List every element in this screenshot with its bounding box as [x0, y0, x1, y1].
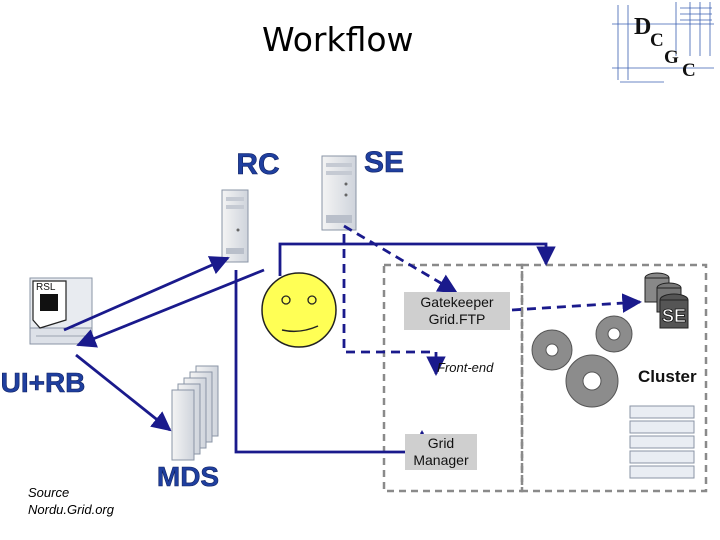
logo-letter-g: G	[664, 47, 679, 68]
grid-manager-line-2: Manager	[413, 452, 469, 468]
logo-letter-c1: C	[650, 30, 664, 51]
mds-title: MDS	[157, 461, 219, 492]
user-smiley-icon	[261, 272, 337, 348]
rsl-document-icon	[32, 280, 67, 329]
logo-letter-d: D	[634, 14, 651, 40]
gatekeeper-line-2: Grid.FTP	[428, 311, 486, 327]
source-line-2: Nordu.Grid.org	[28, 502, 114, 517]
source-line-1: Source	[28, 485, 70, 500]
gatekeeper-box: Gatekeeper Grid.FTP	[404, 292, 510, 330]
dashed-arrows	[342, 224, 642, 376]
gatekeeper-line-1: Gatekeeper	[420, 294, 494, 310]
se-server-icon	[321, 155, 357, 231]
mds-server-stack-icon	[171, 365, 219, 461]
source-credit: Source Nordu.Grid.org	[28, 484, 114, 518]
rsl-label: RSL	[36, 282, 56, 293]
solid-arrows	[63, 242, 556, 454]
rc-title: RC	[236, 148, 279, 181]
se-disk-label: SE	[662, 306, 686, 326]
dcgc-logo	[612, 2, 714, 83]
rc-server-icon	[221, 189, 249, 263]
cluster-gears-icon	[531, 315, 633, 408]
grid-manager-box: Grid Manager	[405, 434, 477, 470]
ui-rb-title: UI+RB	[1, 367, 86, 398]
logo-letter-c2: C	[682, 60, 696, 81]
grid-manager-line-1: Grid	[427, 435, 455, 451]
front-end-label: Front-end	[437, 360, 494, 375]
se-disk-icon	[644, 272, 689, 329]
front-end-box	[382, 263, 524, 493]
page-title: Workflow	[262, 20, 414, 59]
cluster-rack-icon	[629, 405, 695, 479]
se-title: SE	[364, 146, 404, 179]
cluster-label: Cluster	[638, 367, 697, 386]
